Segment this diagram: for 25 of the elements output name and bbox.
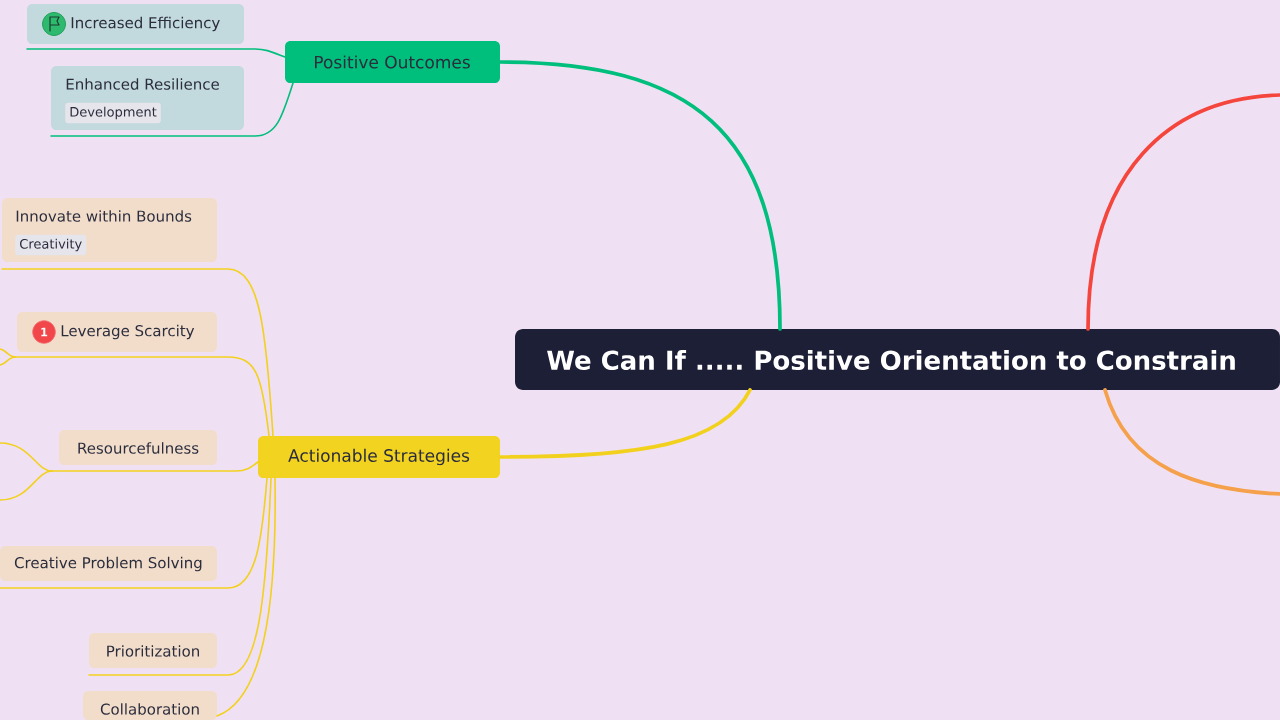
branch-line [0,356,16,366]
branch-line [26,48,286,58]
branch-line [0,348,16,358]
branch-line [1,268,274,437]
branch-line [51,461,259,472]
main-topic-box: Positive Outcomes [285,41,500,83]
branch-line [50,82,294,137]
branch-line [0,442,53,472]
branch-line [14,356,270,437]
branch-line [0,477,268,589]
branch-line [1086,93,1280,331]
number-badge: 1 [32,320,56,344]
branch-line [498,388,752,459]
branch-line [0,470,53,501]
branch-line [88,477,272,676]
subtopic-box: Resourcefulness [59,430,217,465]
main-topic-box: Actionable Strategies [258,436,500,478]
tag: Development [65,102,161,124]
branch-line [498,60,782,331]
subtopic-box: Prioritization [89,633,217,668]
branch-line [1103,388,1280,496]
subtopic-box: Collaboration [83,691,217,720]
branch-line [216,477,276,717]
subtopic-box: Creative Problem Solving [0,546,217,581]
central-topic-box: We Can If ..... Positive Orientation to Constrain [515,329,1280,390]
